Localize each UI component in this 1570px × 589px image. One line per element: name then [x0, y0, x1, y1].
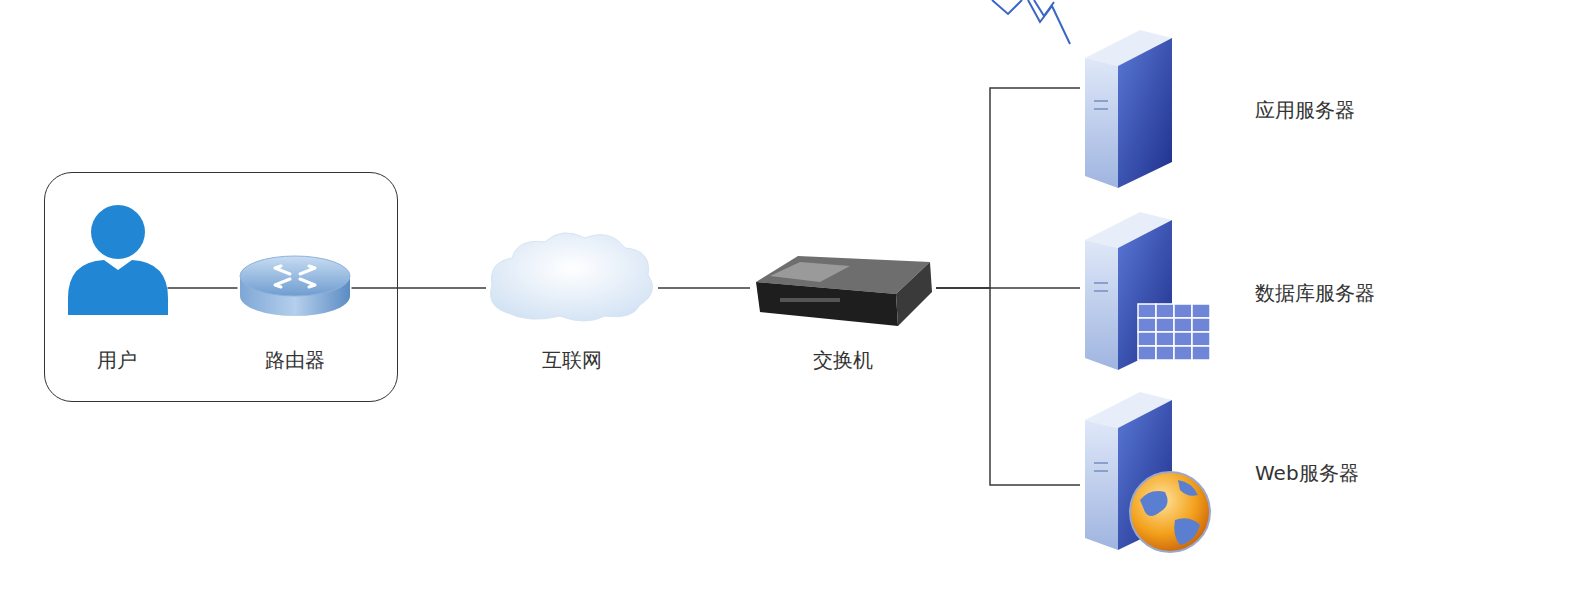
connector-line [658, 287, 750, 289]
node-label: 路由器 [265, 348, 325, 372]
wireless-symbol [992, 0, 1070, 44]
switch-icon [756, 256, 932, 326]
connector-line [936, 88, 1080, 288]
cloud-icon [491, 233, 653, 321]
node-label: 交换机 [813, 348, 873, 372]
node-label: Web服务器 [1255, 461, 1359, 485]
router-icon [240, 256, 350, 316]
connector-line [352, 287, 487, 289]
server-node: 应用服务器 [1080, 25, 1400, 195]
user-node: 用户 [66, 200, 168, 378]
server-node: Web服务器 [1080, 385, 1400, 560]
node-label: 应用服务器 [1255, 98, 1355, 122]
node-label: 数据库服务器 [1255, 281, 1375, 305]
group-box: 用户 路由器 [44, 172, 398, 402]
connector-line [936, 288, 1080, 485]
server-icon [1085, 30, 1172, 188]
database-server-icon [1085, 212, 1210, 370]
connector-line [168, 287, 238, 289]
user-icon [68, 205, 168, 315]
node-label: 互联网 [542, 348, 602, 372]
switch-node: 交换机 [750, 245, 936, 378]
internet-node: 互联网 [486, 228, 658, 378]
server-node: 数据库服务器 [1080, 205, 1420, 380]
node-label: 用户 [97, 348, 137, 372]
web-server-icon [1085, 392, 1210, 552]
router-node: 路由器 [238, 250, 352, 378]
